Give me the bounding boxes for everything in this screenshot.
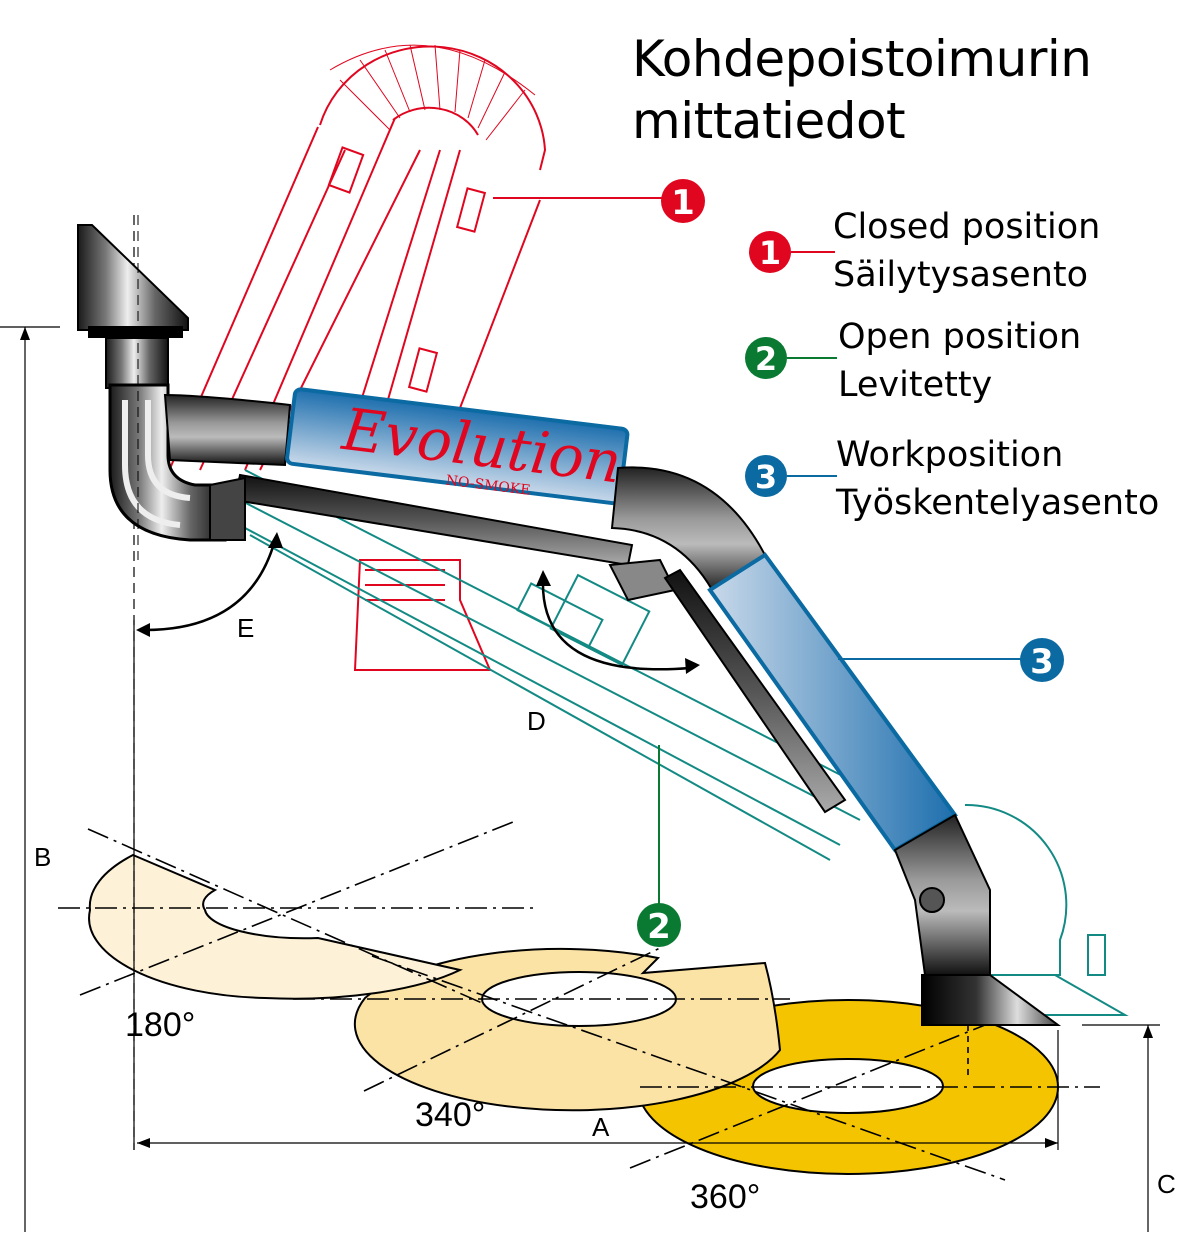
rotation-ring-340 bbox=[353, 947, 782, 1112]
angle-arrow-e bbox=[144, 539, 277, 632]
svg-text:1: 1 bbox=[671, 183, 695, 223]
dimension-label-d: D bbox=[527, 706, 546, 736]
closed-position-bellows bbox=[329, 44, 536, 141]
open-position-outline bbox=[229, 469, 1129, 1016]
support-bar-inner bbox=[209, 473, 677, 602]
dimension-label-c: C bbox=[1157, 1169, 1176, 1199]
dimension-label-b: B bbox=[34, 842, 51, 872]
rotation-label-360: 360° bbox=[690, 1178, 760, 1216]
legend-label-en: Closed position bbox=[833, 207, 1101, 247]
arrowhead-d-right bbox=[685, 658, 700, 674]
svg-text:3: 3 bbox=[755, 458, 777, 496]
legend-label-en: Workposition bbox=[836, 435, 1064, 475]
legend-item-work: Workposition Työskentelyasento bbox=[836, 431, 1159, 527]
rotation-label-340: 340° bbox=[415, 1096, 485, 1134]
arrowhead-d-top bbox=[536, 570, 551, 586]
title-line-2: mittatiedot bbox=[632, 92, 906, 150]
inner-flex-hose bbox=[163, 393, 292, 467]
dimension-lines bbox=[0, 215, 1160, 1232]
legend-marker-2: 2 bbox=[745, 337, 837, 379]
page-title: Kohdepoistoimurin mittatiedot bbox=[632, 28, 1092, 152]
legend-item-open: Open position Levitetty bbox=[838, 313, 1081, 409]
arrowhead-e-top bbox=[268, 532, 283, 548]
legend-label-fi: Säilytysasento bbox=[833, 255, 1089, 295]
svg-text:3: 3 bbox=[1030, 642, 1054, 682]
support-bar-outer bbox=[663, 568, 847, 814]
legend-label-fi: Työskentelyasento bbox=[836, 483, 1160, 523]
dimension-label-a: A bbox=[592, 1112, 610, 1142]
svg-text:1: 1 bbox=[759, 234, 781, 272]
callout-marker-2: 2 bbox=[637, 903, 681, 947]
dimension-arrowheads bbox=[20, 327, 1153, 1148]
legend-marker-1: 1 bbox=[749, 231, 835, 273]
svg-text:2: 2 bbox=[755, 340, 777, 378]
rotation-ring-180 bbox=[88, 853, 464, 1000]
callout-marker-3: 3 bbox=[1020, 638, 1064, 682]
closed-position-outline bbox=[164, 45, 547, 671]
legend-label-en: Open position bbox=[838, 317, 1082, 357]
dimension-label-e: E bbox=[237, 613, 254, 643]
wall-mount-hood bbox=[77, 215, 227, 560]
title-line-1: Kohdepoistoimurin bbox=[632, 30, 1092, 88]
angle-arrow-d bbox=[541, 579, 691, 671]
arrowhead-e-left bbox=[136, 623, 150, 637]
extraction-hood bbox=[893, 813, 1062, 1026]
callout-marker-1: 1 bbox=[661, 179, 705, 223]
legend-label-fi: Levitetty bbox=[838, 365, 993, 405]
legend-item-closed: Closed position Säilytysasento bbox=[833, 203, 1100, 299]
legend-marker-3: 3 bbox=[745, 455, 837, 497]
svg-text:2: 2 bbox=[647, 907, 671, 947]
rotation-label-180: 180° bbox=[125, 1006, 195, 1044]
